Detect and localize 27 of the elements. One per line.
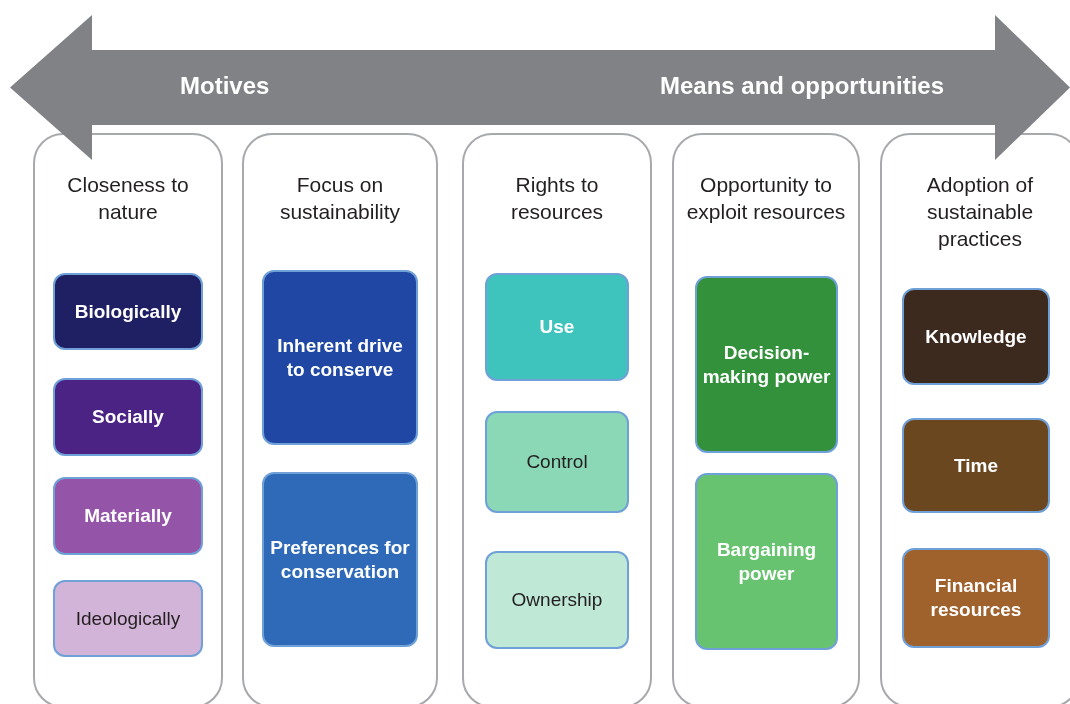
factor-box: Materially [53,477,203,555]
category-column [33,133,223,704]
column-heading: Opportunity to exploit resources [685,172,847,225]
band-label: Motives [180,72,270,100]
column-heading: Rights to resources [509,172,605,225]
column-heading: Adoption of sustainable practices [925,172,1035,252]
factor-box: Knowledge [902,288,1050,385]
column-heading: Closeness to nature [66,172,190,225]
double-arrow-band [10,15,1070,160]
factor-box: Financial resources [902,548,1050,648]
factor-box: Biologically [53,273,203,350]
column-heading: Focus on sustainability [278,172,402,225]
category-column [242,133,438,704]
category-column [462,133,652,704]
factor-box: Preferences for conservation [262,472,418,647]
category-column [880,133,1070,704]
factor-box: Bargaining power [695,473,838,650]
factor-box: Socially [53,378,203,456]
factor-box: Control [485,411,629,513]
factor-box: Inherent drive to conserve [262,270,418,445]
factor-box: Use [485,273,629,381]
category-column [672,133,860,704]
factor-box: Ownership [485,551,629,649]
band-label: Means and opportunities [660,72,944,100]
factor-box: Decision-making power [695,276,838,453]
factor-box: Ideologically [53,580,203,657]
factor-box: Time [902,418,1050,513]
